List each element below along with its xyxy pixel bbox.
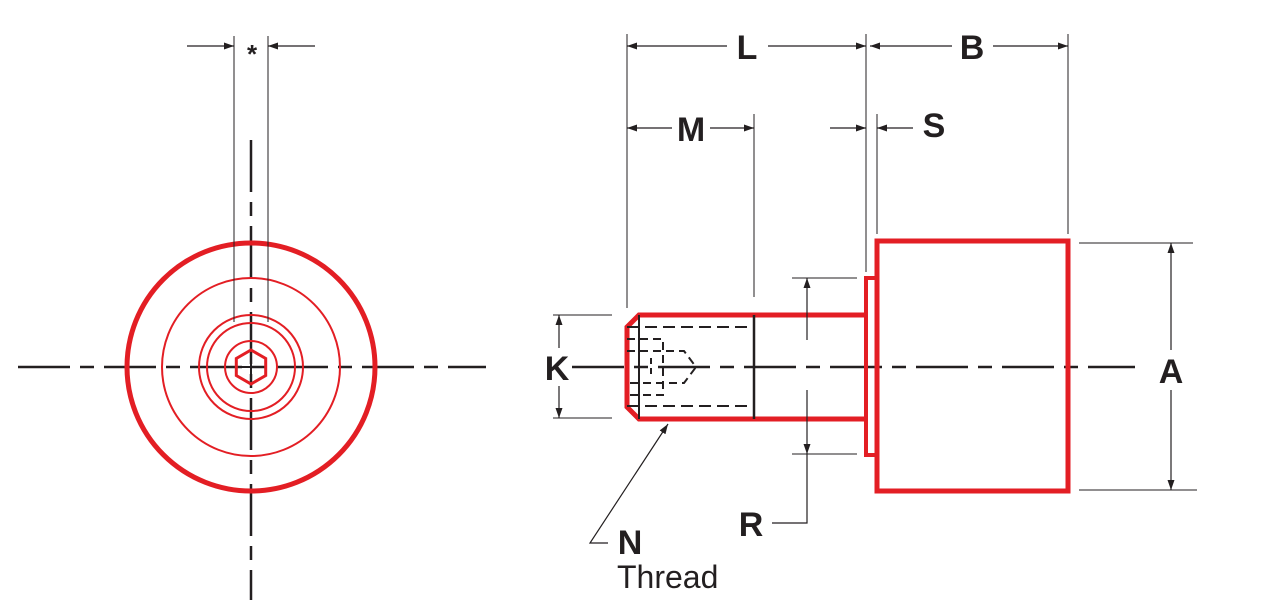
thread-caption: Thread (617, 559, 718, 595)
hex-width-label: * (247, 39, 258, 69)
M-dimension-label: M (677, 111, 705, 149)
roller-outline (874, 238, 1071, 494)
stud-outer-circle (198, 314, 304, 420)
inner-race-circle (161, 277, 341, 457)
S-dimension-label: S (923, 107, 946, 145)
side-view: L B M S K A R N Thread (545, 29, 1197, 595)
end-view: * (18, 36, 486, 600)
K-dimension-label: K (545, 350, 570, 388)
threaded-stud-outline (624, 312, 866, 422)
B-dimension-label: B (960, 29, 985, 67)
hex-counterbore-circle (224, 340, 278, 394)
N-thread-label: N (618, 524, 643, 562)
N-thread-leader-line (588, 423, 669, 544)
hex-socket-icon (234, 348, 268, 386)
outer-ring-circle (124, 240, 378, 494)
L-dimension-label: L (737, 29, 758, 67)
hidden-hex-socket-outer (627, 338, 664, 396)
R-leader-line (772, 454, 808, 524)
R-dimension-label: R (739, 506, 764, 544)
stud-inner-circle (206, 322, 296, 412)
A-dimension-label: A (1159, 353, 1184, 391)
